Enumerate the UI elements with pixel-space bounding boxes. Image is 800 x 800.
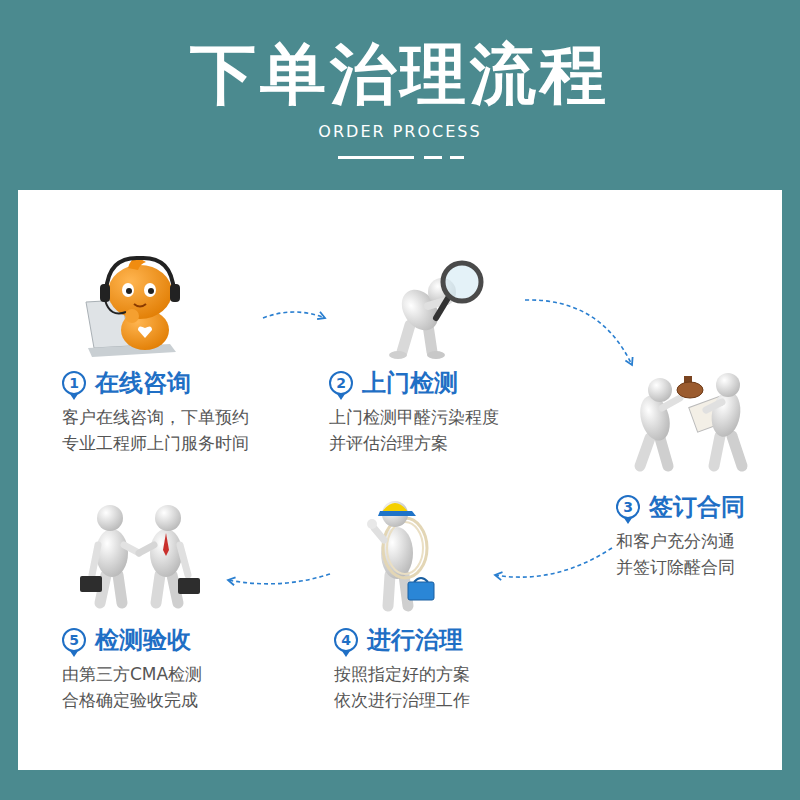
- step-node: 3 签订合同和客户充分沟通 并签订除醛合同: [612, 365, 774, 584]
- dashed-arrow-line: [263, 312, 325, 318]
- flow-connector: [228, 574, 330, 585]
- step-heading: 上门检测: [362, 368, 458, 398]
- dashed-arrow-line: [525, 300, 632, 365]
- heading-row: 1 在线咨询: [62, 368, 259, 398]
- step-description: 和客户充分沟通 并签订除醛合同: [616, 528, 770, 580]
- step-node: 1 在线咨询客户在线咨询，下单预约 专业工程师上门服务时间: [58, 262, 263, 460]
- main-title: 下单治理流程: [190, 35, 610, 115]
- heading-row: 4 进行治理: [334, 625, 491, 655]
- step-description: 按照指定好的方案 依次进行治理工作: [334, 661, 491, 713]
- callout-number: 5: [62, 628, 86, 652]
- heading-row: 2 上门检测: [329, 368, 521, 398]
- dashed-arrow-line: [228, 574, 330, 584]
- callout-number: 2: [329, 371, 353, 395]
- title-wrap: 下单治理流程: [0, 35, 800, 115]
- callout-number: 3: [616, 495, 640, 519]
- callout-number: 4: [334, 628, 358, 652]
- handshake-figures: [80, 505, 200, 603]
- step-heading: 进行治理: [367, 625, 463, 655]
- dashed-arrow-line: [495, 548, 612, 577]
- step-node: 2 上门检测上门检测甲醛污染程度 并评估治理方案: [325, 262, 525, 460]
- step-description: 客户在线咨询，下单预约 专业工程师上门服务时间: [62, 404, 259, 456]
- arrowhead: [317, 312, 325, 319]
- arrowhead: [228, 577, 236, 585]
- inspector-figure: [389, 263, 481, 359]
- step-node: 4 进行治理按照指定好的方案 依次进行治理工作: [330, 490, 495, 717]
- arrowhead: [495, 572, 502, 580]
- step-heading: 在线咨询: [95, 368, 191, 398]
- step-node: 5 检测验收由第三方CMA检测 合格确定验收完成: [58, 500, 228, 717]
- heading-row: 3 签订合同: [616, 492, 770, 522]
- callout-number: 1: [62, 371, 86, 395]
- mascot-laptop: [86, 258, 180, 357]
- step-heading: 检测验收: [95, 625, 191, 655]
- title-underline: [338, 156, 464, 159]
- subtitle-wrap: ORDER PROCESS: [0, 122, 800, 142]
- flow-connector: [495, 548, 612, 580]
- step-description: 上门检测甲醛污染程度 并评估治理方案: [329, 404, 521, 456]
- flow-connector: [263, 312, 325, 319]
- worker-figure: [367, 501, 434, 606]
- arrowhead: [625, 357, 632, 365]
- heading-row: 5 检测验收: [62, 625, 224, 655]
- flow-connector: [525, 300, 633, 365]
- step-description: 由第三方CMA检测 合格确定验收完成: [62, 661, 224, 713]
- step-heading: 签订合同: [649, 492, 745, 522]
- subtitle: ORDER PROCESS: [318, 122, 481, 142]
- contract-figures: [636, 373, 744, 466]
